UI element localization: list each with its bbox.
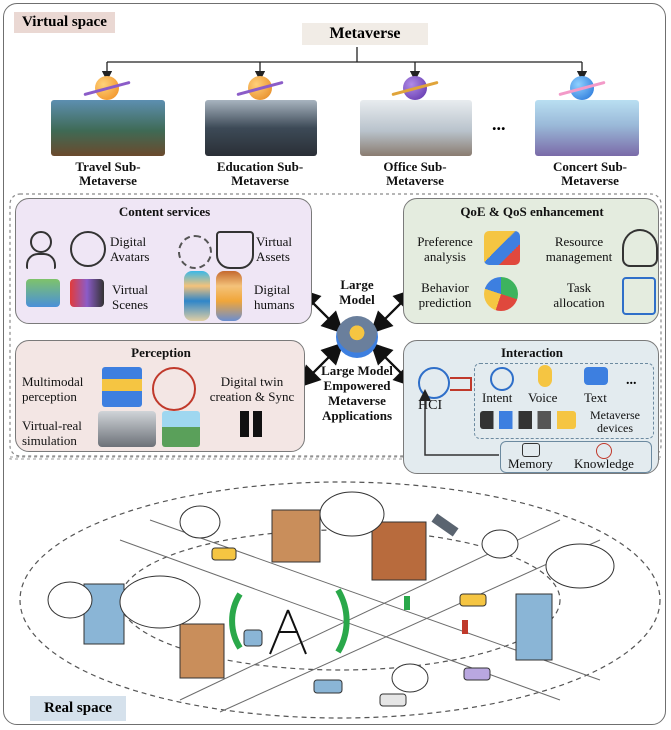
memory-label: Memory — [508, 456, 553, 471]
hci-arrow-icon — [450, 377, 472, 391]
more-ellipsis: ... — [626, 373, 637, 388]
concert-people-icon — [70, 279, 104, 307]
twins-icon — [240, 411, 262, 437]
vr-devices-icons — [480, 411, 576, 429]
gear-assets-icon — [178, 235, 212, 269]
virtual-assets-label-1: Virtual — [256, 234, 293, 249]
interaction-title: Interaction — [500, 345, 564, 360]
qoe-qos-panel: QoE & QoS enhancement Preference analysi… — [403, 198, 659, 324]
smart-city-icon — [102, 367, 142, 407]
digital-human-boy-icon — [184, 271, 210, 321]
voice-label: Voice — [528, 390, 558, 405]
concert-label-2: Metaverse — [561, 173, 619, 188]
task-label-2: allocation — [553, 295, 605, 310]
ai-brain-icon — [336, 316, 378, 358]
memory-icon — [522, 443, 540, 457]
modality-box — [474, 363, 654, 439]
real-space-label: Real space — [30, 696, 126, 721]
road-simulation-icon — [162, 411, 200, 447]
education-scene-image — [205, 100, 317, 156]
hand-house-icon — [216, 231, 254, 269]
person-body-icon — [26, 253, 56, 269]
perception-title: Perception — [131, 345, 191, 360]
multimodal-label-1: Multimodal — [22, 374, 84, 389]
outer-frame — [3, 3, 666, 725]
microphone-icon — [538, 365, 552, 387]
empowered-label-2: Empowered — [323, 378, 391, 393]
education-label-2: Metaverse — [231, 173, 289, 188]
content-services-title: Content services — [118, 204, 211, 219]
hci-label: HCI — [418, 398, 443, 413]
office-sub-metaverse: Office Sub- Metaverse — [354, 70, 476, 192]
large-model-label-2: Model — [339, 292, 375, 307]
virtual-scenes-label-1: Virtual — [112, 282, 149, 297]
resource-hand-icon — [622, 229, 658, 267]
travel-label-1: Travel Sub- — [75, 159, 141, 174]
knowledge-label: Knowledge — [574, 456, 634, 471]
resource-label-1: Resource — [554, 234, 604, 249]
office-label-1: Office Sub- — [383, 159, 447, 174]
concert-sub-metaverse: Concert Sub- Metaverse — [521, 70, 643, 192]
virtual-assets-label-2: Assets — [256, 249, 290, 264]
chat-bubble-icon — [584, 367, 608, 385]
prediction-chart-icon — [484, 277, 518, 311]
digital-avatars-label-2: Avatars — [110, 249, 150, 264]
empowered-label-4: Applications — [321, 408, 393, 423]
travel-sub-metaverse: Travel Sub- Metaverse — [47, 70, 169, 192]
concert-scene-image — [535, 100, 639, 156]
behavior-label-2: prediction — [418, 295, 472, 310]
empowered-label-1: Large Model — [321, 363, 393, 378]
robot-face-icon — [70, 231, 106, 267]
scenery-icon — [26, 279, 60, 307]
devices-label-1: Metaverse — [590, 408, 640, 422]
content-services-panel: Content services Digital Avatars Virtual… — [15, 198, 312, 324]
education-sub-metaverse: Education Sub- Metaverse — [199, 70, 321, 192]
hci-person-icon — [418, 367, 450, 399]
feedback-loop-box — [500, 441, 652, 473]
preference-label-1: Preference — [417, 234, 473, 249]
resource-label-2: management — [545, 249, 613, 264]
concert-label-1: Concert Sub- — [552, 159, 628, 174]
digital-humans-label-2: humans — [254, 297, 295, 312]
digital-avatars-label-1: Digital — [110, 234, 147, 249]
preference-icon — [484, 231, 520, 265]
large-model-label-1: Large — [340, 277, 374, 292]
car-wireframe-image — [98, 411, 156, 447]
virtual-scenes-label-2: Scenes — [112, 297, 149, 312]
devices-label-2: devices — [597, 421, 633, 435]
ellipsis: ... — [492, 114, 506, 134]
twin-label-2: creation & Sync — [209, 389, 295, 404]
education-label-1: Education Sub- — [216, 159, 304, 174]
preference-label-2: analysis — [424, 249, 466, 264]
empowered-label-3: Metaverse — [328, 393, 386, 408]
person-icon — [30, 231, 52, 253]
office-scene-image — [360, 100, 472, 156]
qoe-qos-title: QoE & QoS enhancement — [460, 204, 604, 219]
twin-label-1: Digital twin — [220, 374, 284, 389]
virtual-real-label-2: simulation — [22, 433, 77, 448]
digital-humans-label-1: Digital — [254, 282, 291, 297]
virtual-real-label-1: Virtual-real — [22, 418, 82, 433]
behavior-label-1: Behavior — [421, 280, 469, 295]
digital-human-girl-icon — [216, 271, 242, 321]
office-label-2: Metaverse — [386, 173, 444, 188]
knowledge-icon — [596, 443, 612, 459]
travel-label-2: Metaverse — [79, 173, 137, 188]
task-allocation-icon — [622, 277, 656, 315]
metaverse-header: Metaverse — [302, 23, 428, 45]
text-label: Text — [584, 390, 607, 405]
multimodal-label-2: perception — [22, 389, 77, 404]
intent-label: Intent — [482, 390, 513, 405]
travel-scene-image — [51, 100, 165, 156]
perception-panel: Perception Multimodal perception Digital… — [15, 340, 305, 452]
senses-icon — [152, 367, 196, 411]
task-label-1: Task — [566, 280, 592, 295]
virtual-space-label: Virtual space — [14, 12, 115, 33]
interaction-panel: Interaction HCI Intent Voice Text ... Me… — [403, 340, 659, 474]
intent-icon — [490, 367, 514, 391]
